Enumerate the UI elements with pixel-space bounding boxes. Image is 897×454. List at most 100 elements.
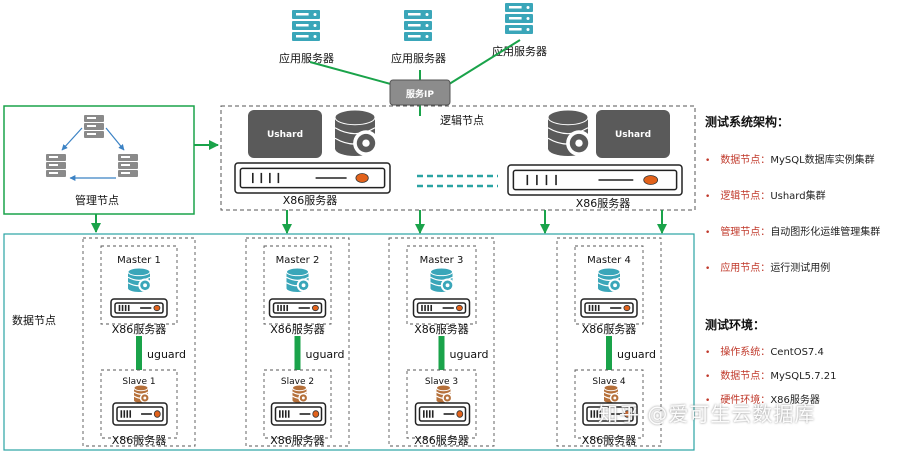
uguard-link [606, 336, 612, 370]
master-db-icon [127, 267, 152, 292]
group-box [245, 237, 350, 447]
slave-box [100, 369, 178, 439]
master-db-icon [286, 267, 311, 292]
x86-server-left [234, 162, 391, 194]
arch-item-mgmt: •管理节点：自动图形化运维管理集群 [705, 223, 880, 238]
slave-db-icon [133, 384, 150, 403]
db-top [436, 384, 451, 392]
rack-slot [509, 28, 522, 31]
env-key: 数据节点： [720, 371, 771, 382]
bullet-icon: • [705, 372, 711, 382]
ushard-box [596, 110, 670, 158]
bullet-icon: • [705, 396, 711, 406]
rack-slot [296, 24, 309, 27]
slave-box [263, 369, 332, 439]
x86-server-label: X86服务器 [414, 323, 469, 336]
server-inner [584, 302, 634, 314]
x86-server-label: X86服务器 [582, 323, 637, 336]
uguard-label: uguard [306, 348, 345, 361]
bullet-icon: • [705, 348, 711, 358]
watermark: 知乎 @爱可生云数据库 [598, 402, 816, 426]
master-box [100, 245, 178, 325]
mgmt-server-icon [84, 115, 104, 138]
db-top [430, 267, 453, 277]
slave-label: Slave 3 [425, 377, 458, 387]
db-band [286, 276, 309, 281]
db-top [127, 267, 151, 277]
uguard-link [136, 336, 142, 370]
rack-slot [121, 172, 130, 174]
app-server-label: 应用服务器 [492, 44, 547, 58]
app-link [445, 39, 521, 87]
slave-db-icon [436, 384, 453, 403]
slave-server [582, 402, 638, 426]
arch-item-data: •数据节点：MySQL数据库实例集群 [705, 151, 875, 166]
rack-slot [121, 156, 130, 158]
gear-hole [301, 283, 306, 288]
db-band [597, 276, 621, 281]
arch-value: 自动图形化运维管理集群 [770, 227, 881, 238]
master-server [110, 298, 168, 318]
mgmt-server-icon [118, 154, 138, 177]
env-title: 测试环境： [705, 318, 766, 332]
db-band [547, 127, 589, 135]
app-server-label: 应用服务器 [279, 51, 334, 65]
rack-led [313, 13, 317, 16]
env-key: 操作系统： [720, 347, 771, 358]
db-band [334, 127, 376, 135]
slave-box [574, 369, 644, 439]
x86-server-right [507, 164, 683, 196]
x86-server-label: X86服务器 [270, 323, 325, 336]
server-box [234, 162, 391, 194]
server-inner [418, 406, 467, 422]
server-box [582, 402, 638, 426]
master-box [406, 245, 477, 325]
rack-slot [296, 35, 309, 38]
bullet-icon: • [705, 192, 711, 202]
slave-box [406, 369, 477, 439]
data-node-box [3, 233, 695, 451]
arch-value: Ushard集群 [770, 191, 826, 202]
uguard-label: uguard [617, 348, 656, 361]
mgmt-server-icon [46, 154, 66, 177]
power-led-icon [153, 410, 161, 418]
rack-led [526, 6, 530, 9]
x86-server-label: X86服务器 [112, 434, 167, 447]
app-server-icon [292, 10, 320, 41]
db-top [334, 109, 376, 126]
db-top [603, 384, 619, 392]
db-top [133, 384, 149, 392]
arch-title: 测试系统架构： [705, 115, 790, 129]
app-server-label: 应用服务器 [391, 51, 446, 65]
rack-slot [49, 164, 58, 166]
rack-slot [509, 17, 522, 20]
power-led-icon [623, 410, 631, 418]
slave-db-icon [292, 384, 309, 403]
bullet-icon: • [705, 264, 711, 274]
group-box [388, 237, 495, 447]
uguard-label: uguard [450, 348, 489, 361]
master-label: Master 2 [276, 255, 320, 266]
server-box [112, 402, 168, 426]
gear-hole [445, 283, 450, 288]
slave-server [112, 402, 168, 426]
db-band [603, 391, 619, 395]
power-led-icon [643, 175, 659, 185]
slave-server [270, 402, 327, 426]
master-server [412, 298, 471, 318]
server-inner [114, 302, 164, 314]
master-label: Master 4 [587, 255, 631, 266]
sidebar-legend: 测试系统架构： •数据节点：MySQL数据库实例集群 •逻辑节点：Ushard集… [705, 0, 895, 454]
env-item-hw: •硬件环境：X86服务器 [705, 391, 820, 406]
env-value: X86服务器 [770, 395, 820, 406]
uguard-link [294, 336, 301, 370]
db-top [547, 109, 589, 126]
x86-server-label: X86服务器 [283, 194, 338, 207]
server-inner [416, 302, 467, 314]
server-inner [239, 167, 386, 189]
ushard-label: Ushard [267, 130, 303, 140]
bullet-icon: • [705, 228, 711, 238]
env-item-db: •数据节点：MySQL5.7.21 [705, 367, 836, 382]
gear-hole [301, 396, 305, 400]
